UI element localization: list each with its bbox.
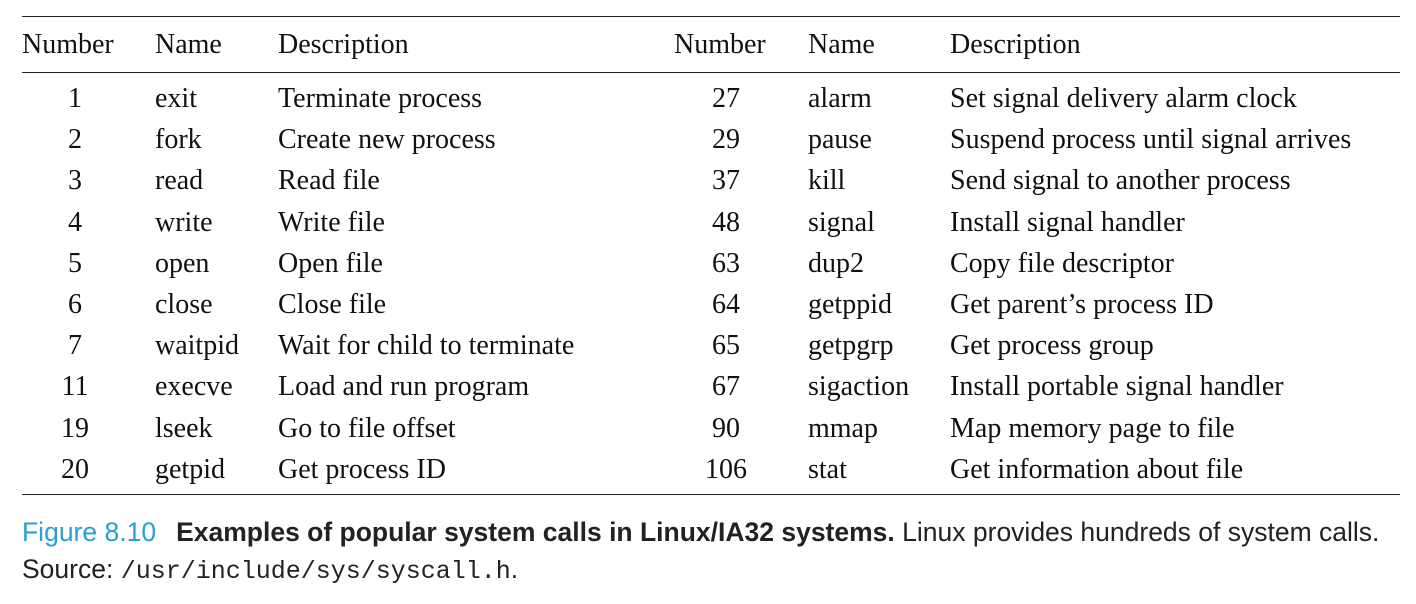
- row-description-left: Go to file offset: [278, 412, 456, 444]
- caption-source: /usr/include/sys/syscall.h: [120, 557, 511, 586]
- row-number-right: 37: [712, 165, 740, 197]
- row-name-right: dup2: [808, 247, 864, 279]
- row-description-right: Copy file descriptor: [950, 247, 1174, 279]
- table-row: 20 getpid Get process ID 106 stat Get informa…: [22, 449, 1400, 490]
- header-number-left: Number: [22, 29, 114, 60]
- row-name-left: lseek: [155, 412, 213, 444]
- row-name-right: getppid: [808, 288, 892, 320]
- row-number-left: 5: [68, 247, 82, 279]
- row-description-left: Open file: [278, 247, 383, 279]
- table-row: 19 lseek Go to file offset 90 mmap Map memory…: [22, 408, 1400, 449]
- row-description-left: Read file: [278, 165, 380, 197]
- row-description-left: Close file: [278, 288, 387, 320]
- row-description-right: Get information about file: [950, 453, 1244, 485]
- header-number-right: Number: [674, 29, 766, 60]
- caption-title: Examples of popular system calls in Linu…: [176, 517, 895, 547]
- row-description-left: Wait for child to terminate: [278, 330, 575, 362]
- row-number-right: 63: [712, 247, 740, 279]
- row-name-right: getpgrp: [808, 330, 894, 362]
- table-row: 5 open Open file 63 dup2 Copy file descriptor: [22, 243, 1400, 284]
- row-number-left: 2: [68, 124, 82, 156]
- row-name-left: execve: [155, 371, 233, 403]
- row-description-right: Install portable signal handler: [950, 371, 1284, 403]
- row-name-left: open: [155, 247, 210, 279]
- row-name-right: alarm: [808, 83, 872, 114]
- row-number-left: 1: [68, 83, 82, 114]
- row-description-left: Get process ID: [278, 453, 446, 485]
- row-name-left: exit: [155, 83, 197, 114]
- row-description-right: Suspend process until signal arrives: [950, 124, 1352, 156]
- row-name-right: signal: [808, 206, 875, 238]
- row-description-right: Map memory page to file: [950, 412, 1235, 444]
- header-name-left: Name: [155, 29, 222, 60]
- row-number-right: 27: [712, 83, 740, 114]
- row-number-left: 7: [68, 330, 82, 362]
- row-name-right: mmap: [808, 412, 878, 444]
- header-description-right: Description: [950, 29, 1081, 60]
- row-number-left: 4: [68, 206, 82, 238]
- row-description-left: Write file: [278, 206, 385, 238]
- row-name-right: stat: [808, 453, 847, 485]
- row-description-right: Get process group: [950, 330, 1154, 362]
- table-row: 3 read Read file 37 kill Send signal to anoth…: [22, 160, 1400, 201]
- row-number-left: 3: [68, 165, 82, 197]
- row-number-left: 11: [61, 371, 89, 403]
- row-number-right: 48: [712, 206, 740, 238]
- row-name-right: kill: [808, 165, 846, 197]
- row-name-left: write: [155, 206, 213, 238]
- row-description-left: Load and run program: [278, 371, 530, 403]
- row-number-left: 19: [61, 412, 89, 444]
- header-rule: [22, 72, 1400, 73]
- row-description-right: Get parent’s process ID: [950, 288, 1214, 320]
- bottom-rule: [22, 493, 1400, 495]
- row-description-left: Create new process: [278, 124, 496, 156]
- row-number-right: 90: [712, 412, 740, 444]
- row-name-left: fork: [155, 124, 202, 156]
- caption-end: .: [510, 554, 519, 584]
- table-row: 4 write Write file 48 signal Install signal h…: [22, 202, 1400, 243]
- row-description-right: Send signal to another process: [950, 165, 1291, 197]
- caption-text: Linux provides hundreds of system calls.…: [22, 517, 1380, 584]
- table-row: 1 exit Terminate process 27 alarm Set signal …: [22, 78, 1400, 119]
- syscall-table: Number Name Description Number Name Desc…: [22, 16, 1400, 495]
- row-number-left: 6: [68, 288, 82, 320]
- row-number-right: 67: [712, 371, 740, 403]
- row-description-left: Terminate process: [278, 83, 483, 114]
- row-description-right: Set signal delivery alarm clock: [950, 83, 1297, 114]
- row-name-right: pause: [808, 124, 872, 156]
- row-name-left: read: [155, 165, 204, 197]
- table-row: 7 waitpid Wait for child to terminate 65 get…: [22, 325, 1400, 366]
- row-description-right: Install signal handler: [950, 206, 1185, 238]
- row-number-right: 29: [712, 124, 740, 156]
- row-name-left: waitpid: [155, 330, 239, 362]
- figure-label: Figure 8.10: [22, 517, 157, 547]
- table-row: 2 fork Create new process 29 pause Suspend pr…: [22, 119, 1400, 160]
- table-row: 11 execve Load and run program 67 sigaction I…: [22, 366, 1400, 407]
- row-name-left: getpid: [155, 453, 225, 485]
- header-name-right: Name: [808, 29, 875, 60]
- header-row: Number Name Description Number Name Desc…: [22, 17, 1400, 72]
- row-number-right: 65: [712, 330, 740, 362]
- table-row: 6 close Close file 64 getppid Get parent’s pr…: [22, 284, 1400, 325]
- row-number-left: 20: [61, 453, 89, 485]
- row-number-right: 64: [712, 288, 740, 320]
- row-name-left: close: [155, 288, 213, 320]
- figure-caption: Figure 8.10 Examples of popular system ca…: [22, 514, 1400, 590]
- top-rule: [22, 16, 1400, 17]
- row-name-right: sigaction: [808, 371, 910, 403]
- row-number-right: 106: [705, 453, 747, 485]
- header-description-left: Description: [278, 29, 409, 60]
